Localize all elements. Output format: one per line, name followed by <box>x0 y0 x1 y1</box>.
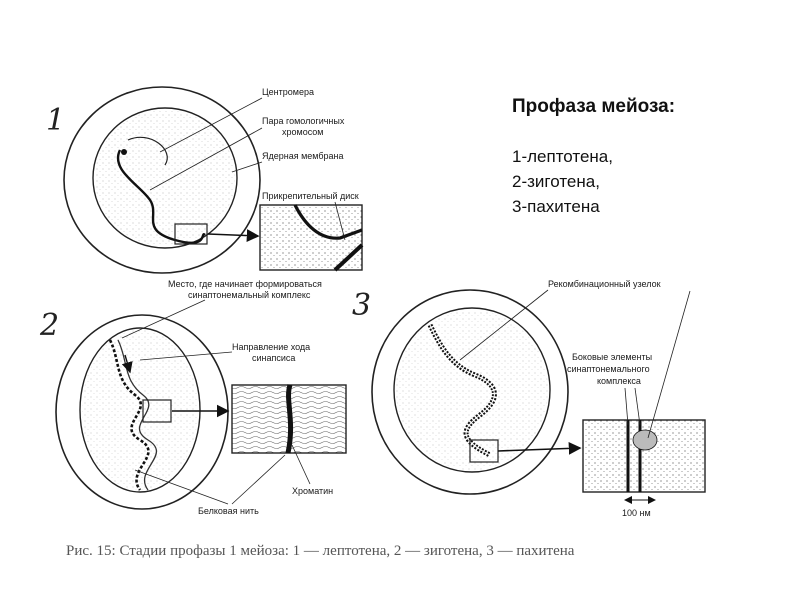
panel-leptotene: 1 Центромера Пара гомологичных хромосом … <box>46 87 362 273</box>
label-synapse-start-1: Место, где начинает формироваться <box>168 279 322 289</box>
heading-stage-3: 3-пахитена <box>512 197 600 216</box>
figure-caption: Рис. 15: Стадии профазы 1 мейоза: 1 — ле… <box>66 543 766 560</box>
heading-block: Профаза мейоза: 1-лептотена, 2-зиготена,… <box>512 96 675 216</box>
label-nuclear-membrane: Ядерная мембрана <box>262 151 344 161</box>
leader-protein-thread <box>232 455 285 504</box>
label-synapsis-direction-1: Направление хода <box>232 342 310 352</box>
label-homolog-pair-2: хромосом <box>282 127 324 137</box>
nucleoplasm <box>95 110 235 246</box>
label-protein-thread: Белковая нить <box>198 506 259 516</box>
label-lateral-elements-2: синаптонемального <box>567 364 650 374</box>
label-chromatin: Хроматин <box>292 486 333 496</box>
inset-synaptonemal-core <box>288 385 291 453</box>
heading-stage-1: 1-лептотена, <box>512 147 613 166</box>
heading-title: Профаза мейоза: <box>512 96 675 117</box>
label-lateral-elements-3: комплекса <box>597 376 641 386</box>
label-attachment-disc: Прикрепительный диск <box>262 191 359 201</box>
zoom-arrow-1 <box>208 234 258 236</box>
heading-stage-2: 2-зиготена, <box>512 172 600 191</box>
leader-synapse-start <box>122 300 205 338</box>
recombination-nodule <box>633 430 657 450</box>
label-recombination-nodule: Рекомбинационный узелок <box>548 279 661 289</box>
label-homolog-pair-1: Пара гомологичных <box>262 116 345 126</box>
nucleoplasm <box>82 330 198 490</box>
leader-recombination-nodule <box>648 291 690 438</box>
label-centromere: Центромера <box>262 87 314 97</box>
label-lateral-elements-1: Боковые элементы <box>572 352 652 362</box>
panel-number-1: 1 <box>46 103 65 138</box>
label-synapsis-direction-2: синапсиса <box>252 353 295 363</box>
panel-pachytene: 3 100 нм Рекомбинационный узелок Боковые… <box>352 279 705 518</box>
centromere-dot <box>121 149 127 155</box>
panel-number-3: 3 <box>352 288 371 323</box>
label-scale: 100 нм <box>622 508 651 518</box>
panel-zygotene: 2 Место, где начинает формироваться сина… <box>39 279 346 516</box>
label-synapse-start-2: синаптонемальный комплекс <box>188 290 311 300</box>
panel-number-2: 2 <box>39 308 59 343</box>
